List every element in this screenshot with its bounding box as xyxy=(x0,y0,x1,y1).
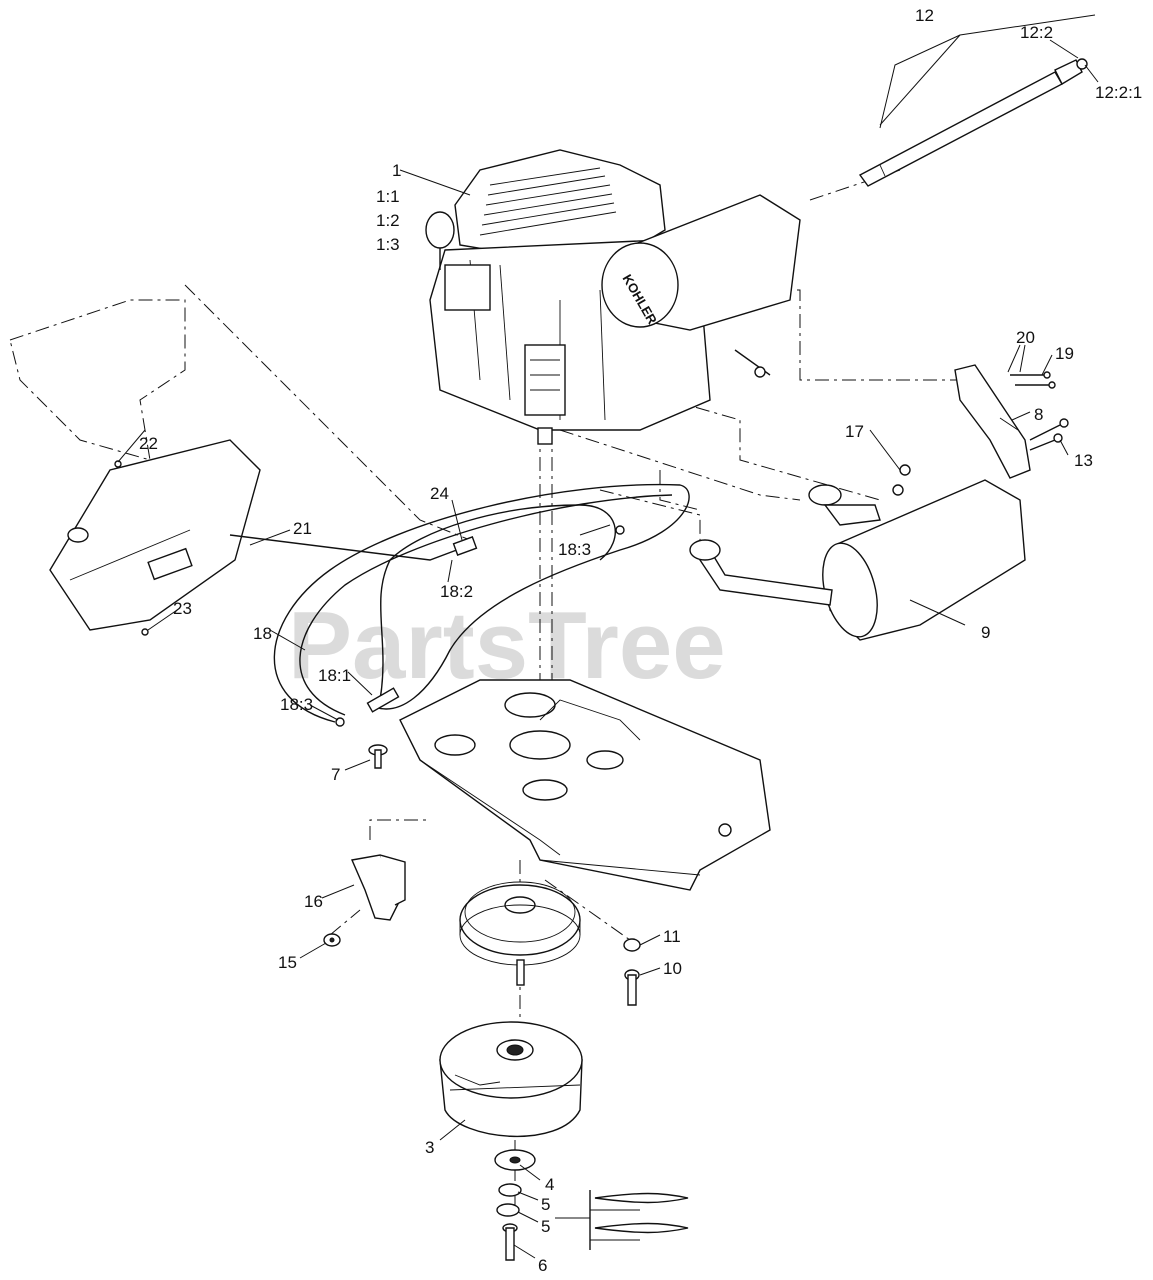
part-spacers-5 xyxy=(496,1183,522,1217)
callout-22: 22 xyxy=(139,434,158,453)
part-control-panel xyxy=(49,439,261,636)
part-bracket-16 xyxy=(351,854,406,921)
part-washer-bolt-11-10 xyxy=(623,938,641,1006)
callout-20: 20 xyxy=(1016,328,1035,347)
callout-21: 21 xyxy=(293,519,312,538)
part-wire-harness xyxy=(273,483,690,727)
callout-17: 17 xyxy=(845,422,864,441)
callout-1-3: 1:3 xyxy=(376,235,400,254)
callout-labels: 12 12:2 12:2:1 1 1:1 1:2 1:3 20 19 8 13 … xyxy=(139,6,1142,1275)
part-fasteners-17 xyxy=(892,464,911,496)
part-washer-4 xyxy=(494,1149,536,1171)
leader-lines xyxy=(117,14,1099,1259)
callout-12-2-1: 12:2:1 xyxy=(1095,83,1142,102)
assembly-lines xyxy=(184,169,960,1215)
callout-12: 12 xyxy=(915,6,934,25)
part-pto-clutch xyxy=(439,1021,583,1137)
part-bracket xyxy=(954,364,1031,479)
callout-11: 11 xyxy=(663,927,681,946)
callout-4: 4 xyxy=(545,1175,554,1194)
callout-23: 23 xyxy=(173,599,192,618)
callout-18-3-lower: 18:3 xyxy=(280,695,313,714)
callout-5-lower: 5 xyxy=(541,1217,550,1236)
callout-18-1: 18:1 xyxy=(318,666,351,685)
callout-6: 6 xyxy=(538,1256,547,1275)
callout-10: 10 xyxy=(663,959,682,978)
callout-5-upper: 5 xyxy=(541,1195,550,1214)
callout-3: 3 xyxy=(425,1138,434,1157)
part-frame-plate xyxy=(399,679,771,891)
callout-7: 7 xyxy=(331,765,340,784)
callout-1-1: 1:1 xyxy=(376,187,400,206)
callout-15: 15 xyxy=(278,953,297,972)
part-pin xyxy=(368,744,388,769)
part-muffler xyxy=(689,479,1026,641)
callout-18-2: 18:2 xyxy=(440,582,473,601)
part-reference-panel xyxy=(9,299,186,461)
part-bolts-upper-right xyxy=(1010,371,1069,451)
callout-1: 1 xyxy=(392,161,401,180)
callout-1-2: 1:2 xyxy=(376,211,400,230)
callout-13: 13 xyxy=(1074,451,1093,470)
callout-18-3-upper: 18:3 xyxy=(558,540,591,559)
callout-12-2: 12:2 xyxy=(1020,23,1053,42)
callout-8: 8 xyxy=(1034,405,1043,424)
part-pulley xyxy=(459,881,581,986)
part-engine: KOHLER xyxy=(425,149,801,445)
part-washer-15 xyxy=(323,933,341,947)
spacer-detail-box xyxy=(589,1190,689,1250)
part-bolt-6 xyxy=(502,1223,518,1261)
callout-18: 18 xyxy=(253,624,272,643)
callout-24: 24 xyxy=(430,484,449,503)
callout-19: 19 xyxy=(1055,344,1074,363)
callout-9: 9 xyxy=(981,623,990,642)
part-rod-assembly xyxy=(858,58,1088,187)
callout-16: 16 xyxy=(304,892,323,911)
